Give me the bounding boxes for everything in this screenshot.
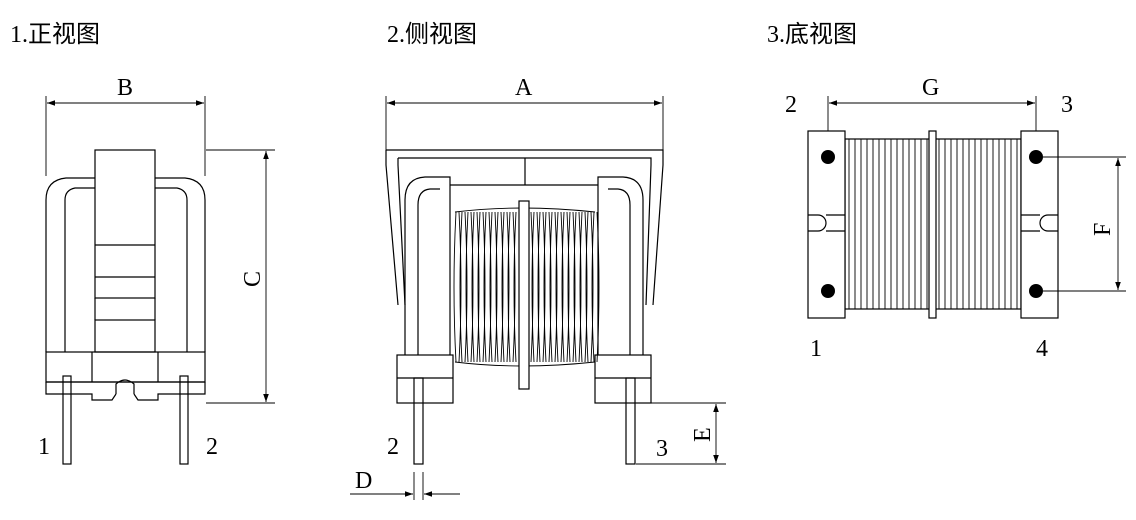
- winding-turn: [459, 211, 463, 363]
- winding-turn: [507, 211, 511, 363]
- winding-turn: [464, 211, 468, 363]
- winding-turn: [584, 211, 588, 363]
- side-view-title: 2.侧视图: [387, 21, 477, 48]
- front-view-title: 1.正视图: [10, 21, 100, 48]
- bottom-pin-label-3: 3: [1061, 92, 1073, 118]
- winding-turn: [458, 211, 462, 363]
- bottom-pin-dot-3: [1029, 150, 1043, 164]
- bottom-winding: [848, 139, 1018, 309]
- bottom-view-title: 3.底视图: [767, 21, 857, 48]
- dimension-d-label: D: [355, 468, 372, 494]
- winding-turn: [531, 211, 535, 363]
- front-view: B 1 2 C: [38, 75, 275, 465]
- winding-turn: [470, 211, 474, 363]
- bottom-pin-dot-2: [821, 150, 835, 164]
- winding-turn: [512, 211, 516, 363]
- bottom-slot-right: [1039, 214, 1058, 232]
- dimension-a-label: A: [515, 75, 533, 101]
- winding-turn: [471, 211, 475, 363]
- side-pin-2: [413, 377, 424, 465]
- winding-turn: [591, 211, 595, 363]
- winding-turn: [495, 211, 499, 363]
- bottom-pin-label-1: 1: [810, 336, 822, 362]
- bottom-slot-left: [808, 214, 827, 232]
- winding-turn: [482, 211, 486, 363]
- winding-turn: [548, 211, 552, 363]
- winding-turn: [453, 211, 457, 363]
- winding-turn: [483, 211, 487, 363]
- bottom-center-divider: [928, 130, 937, 319]
- winding-turn: [501, 211, 505, 363]
- dimension-e-label: E: [690, 427, 716, 442]
- winding-turn: [536, 211, 540, 363]
- dimension-b-label: B: [117, 75, 133, 101]
- bottom-pin-dot-1: [821, 284, 835, 298]
- winding-turn: [506, 211, 510, 363]
- winding-turn: [554, 211, 558, 363]
- winding-turn: [560, 211, 564, 363]
- winding-turn: [500, 211, 504, 363]
- bottom-pin-dot-4: [1029, 284, 1043, 298]
- front-pin-2: [179, 375, 189, 465]
- winding-turn: [465, 211, 469, 363]
- winding-turn: [596, 211, 600, 363]
- winding-turn: [476, 211, 480, 363]
- front-pin-1: [62, 375, 72, 465]
- winding-turn: [590, 211, 594, 363]
- winding-turn: [561, 211, 565, 363]
- winding-turn: [549, 211, 553, 363]
- winding-turn: [477, 211, 481, 363]
- winding-turn: [555, 211, 559, 363]
- winding-turn: [579, 211, 583, 363]
- side-pin-3: [625, 377, 636, 465]
- side-center-partition: [518, 200, 530, 390]
- winding-turn: [543, 211, 547, 363]
- winding-turn: [572, 211, 576, 363]
- winding-turn: [489, 211, 493, 363]
- winding-turn: [573, 211, 577, 363]
- bottom-pin-label-2: 2: [785, 92, 797, 118]
- winding-turn: [488, 211, 492, 363]
- dimension-g-label: G: [922, 75, 939, 101]
- winding-turn: [578, 211, 582, 363]
- dimension-f-label: F: [1090, 223, 1116, 236]
- winding-turn: [585, 211, 589, 363]
- winding-turn: [567, 211, 571, 363]
- winding-turn: [566, 211, 570, 363]
- front-pin-label-2: 2: [206, 434, 218, 460]
- side-view: A 2 3 D E: [350, 75, 726, 500]
- winding-turn: [542, 211, 546, 363]
- winding-turn: [494, 211, 498, 363]
- winding-turn: [513, 211, 517, 363]
- bottom-view: G 2 3 F 1 4: [785, 75, 1126, 362]
- winding-turn: [530, 211, 534, 363]
- side-pin-label-2: 2: [387, 434, 399, 460]
- winding-turn: [537, 211, 541, 363]
- dimension-c-label: C: [240, 271, 266, 287]
- side-pin-label-3: 3: [656, 436, 668, 462]
- bottom-pin-label-4: 4: [1036, 336, 1048, 362]
- front-pin-label-1: 1: [38, 434, 50, 460]
